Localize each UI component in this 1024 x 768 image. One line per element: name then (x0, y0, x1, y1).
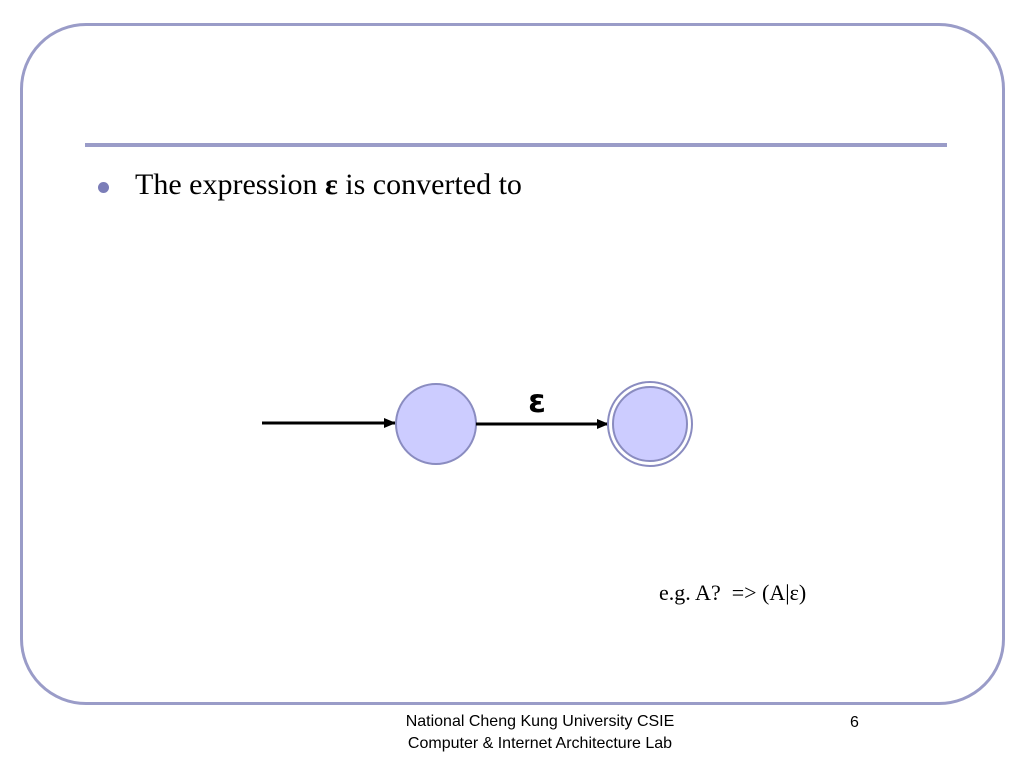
accept-state (612, 386, 688, 462)
transition-label: ε (528, 382, 546, 420)
bullet-text-suffix: is converted to (337, 168, 522, 201)
bullet-text: The expression ε is converted to (135, 168, 522, 202)
footer-line-2: Computer & Internet Architecture Lab (407, 735, 673, 752)
bullet-icon (98, 181, 109, 193)
footer-line-1: National Cheng Kung University CSIE (405, 713, 675, 730)
title-divider (85, 143, 947, 147)
footer-organization: National Cheng Kung University CSIE Comp… (340, 711, 740, 755)
epsilon-symbol: ε (324, 168, 338, 201)
start-state (395, 383, 477, 465)
page-number: 6 (850, 714, 859, 731)
example-note: e.g. A? => (A|ε) (659, 580, 807, 605)
slide-frame (20, 23, 1005, 705)
bullet-item: The expression ε is converted to (98, 168, 522, 202)
bullet-text-prefix: The expression (135, 168, 325, 201)
